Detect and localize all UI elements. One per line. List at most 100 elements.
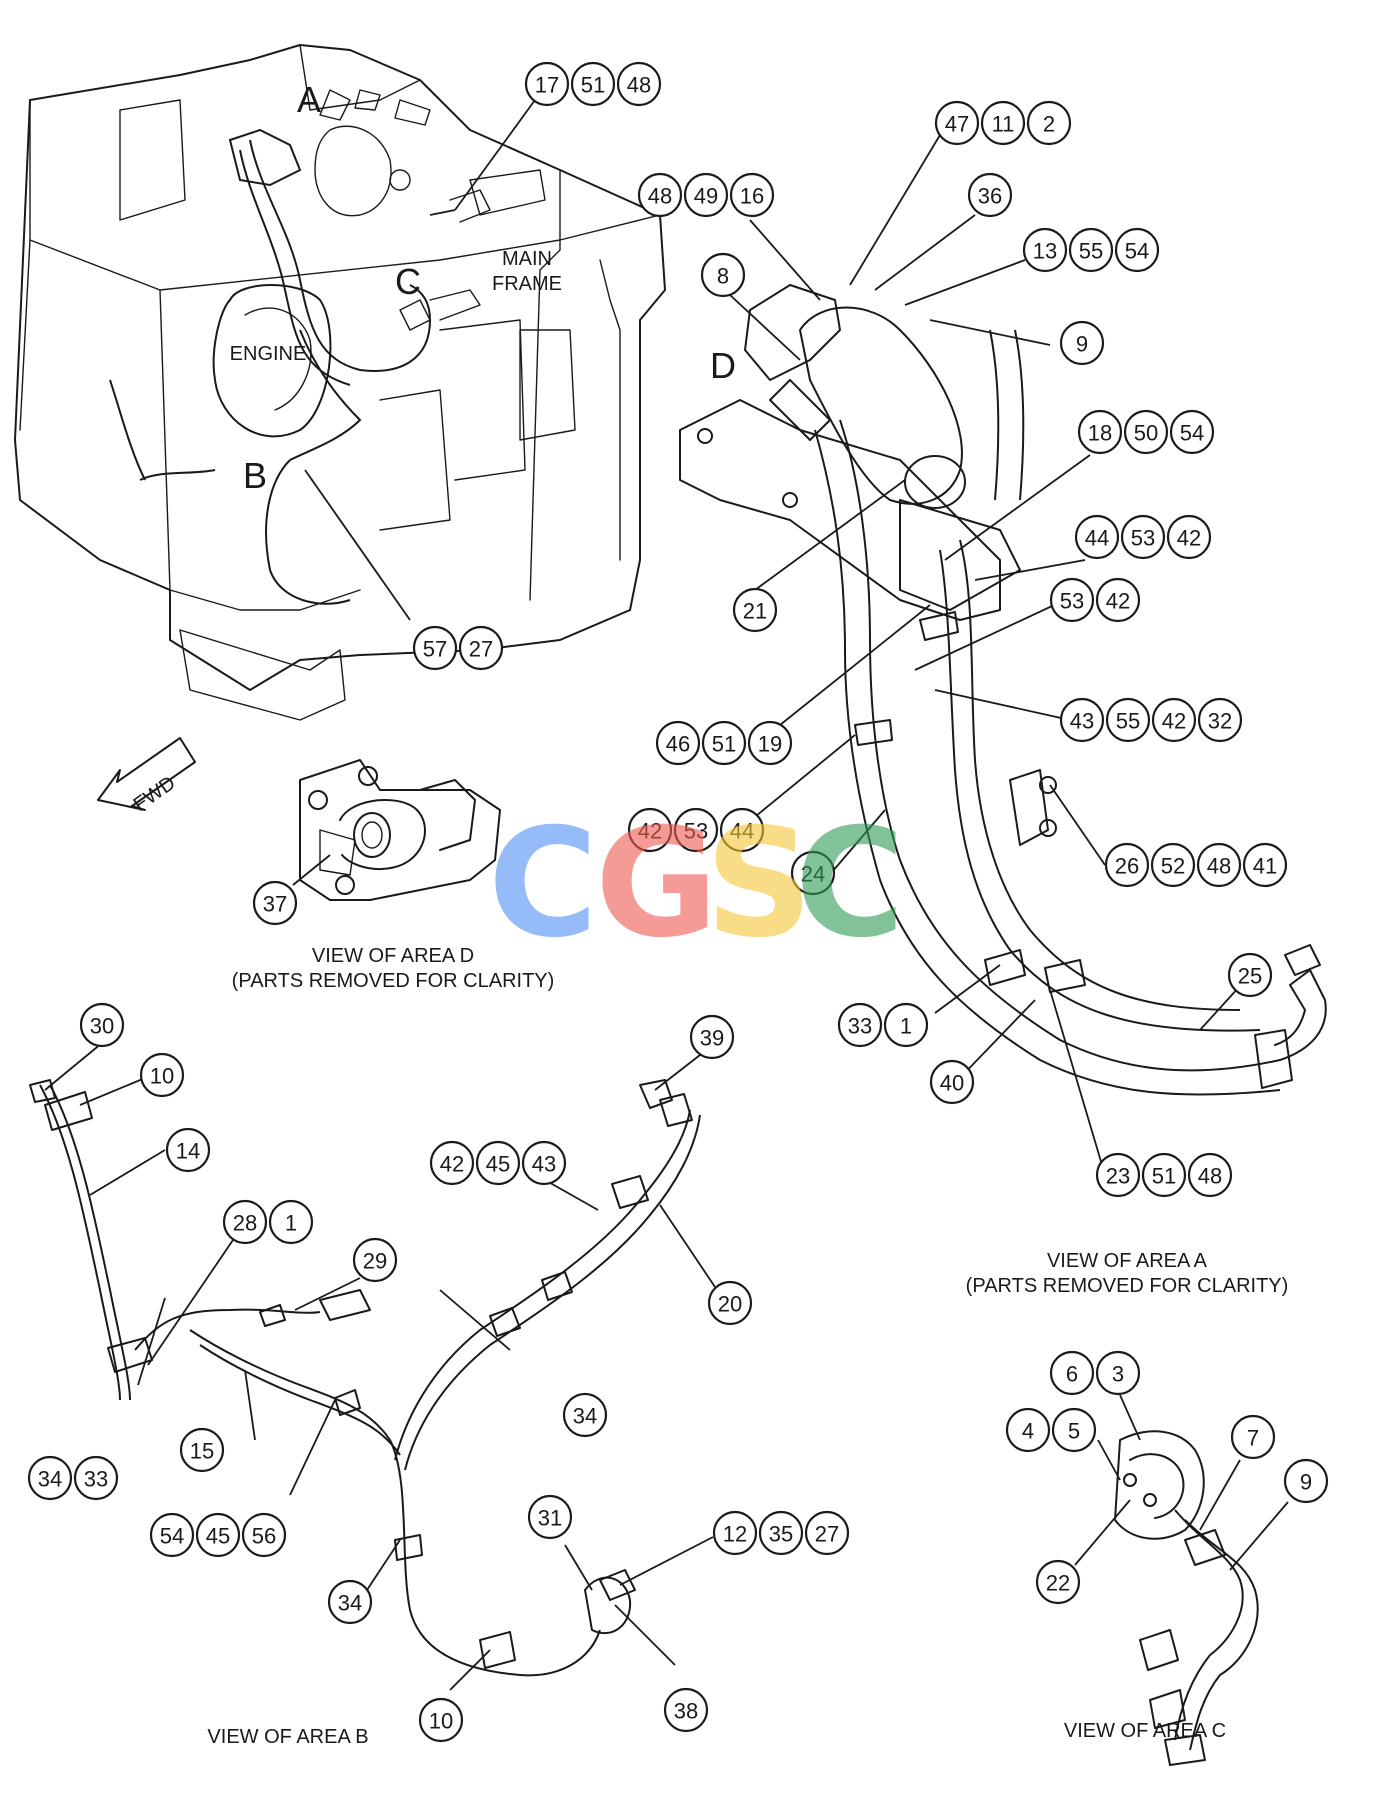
callout-9-a: 9 <box>1059 320 1105 366</box>
callout-circle <box>252 880 298 926</box>
part-number: 33 <box>84 1467 108 1492</box>
part-number: 47 <box>945 112 969 137</box>
part-number: 53 <box>1131 526 1155 551</box>
part-number: 26 <box>1115 854 1139 879</box>
part-number: 38 <box>674 1699 698 1724</box>
callout-circle <box>790 850 836 896</box>
callout-circle <box>1141 1152 1187 1198</box>
part-number: 55 <box>1079 239 1103 264</box>
callout-circle <box>1120 514 1166 560</box>
part-number: 16 <box>740 184 764 209</box>
part-number: 35 <box>769 1522 793 1547</box>
callout-34-b: 34 <box>327 1579 373 1625</box>
main-frame-label-line1: MAIN <box>502 248 552 270</box>
part-number: 48 <box>648 184 672 209</box>
part-number: 4 <box>1022 1419 1034 1444</box>
callout-circle <box>1022 227 1068 273</box>
callout-circle <box>719 807 765 853</box>
callout-circle <box>1123 409 1169 455</box>
part-number: 36 <box>978 184 1002 209</box>
watermark-letter-1: C <box>488 797 598 971</box>
callout-circle <box>1095 1350 1141 1396</box>
callout-circle <box>195 1512 241 1558</box>
callout-circle <box>747 720 793 766</box>
callout-circle <box>1283 1458 1329 1504</box>
part-number: 42 <box>1177 526 1201 551</box>
callout-circle <box>673 807 719 853</box>
callout-circle <box>1051 1407 1097 1453</box>
part-number: 46 <box>666 732 690 757</box>
part-number: 24 <box>801 862 825 887</box>
callout-10-b: 10 <box>418 1697 464 1743</box>
callout-circle <box>149 1512 195 1558</box>
callout-circle <box>1187 1152 1233 1198</box>
callout-circle <box>837 1002 883 1048</box>
callout-circle <box>79 1002 125 1048</box>
callout-circle <box>222 1199 268 1245</box>
callout-circle <box>712 1510 758 1556</box>
view-c-caption: VIEW OF AREA C <box>1064 1720 1226 1742</box>
part-number: 1 <box>285 1211 297 1236</box>
callout-circle <box>327 1579 373 1625</box>
part-number: 49 <box>694 184 718 209</box>
callout-circle <box>1049 577 1095 623</box>
callout-circle <box>412 625 458 671</box>
callout-circle <box>179 1427 225 1473</box>
callout-circle <box>1197 697 1243 743</box>
part-number: 54 <box>1125 239 1149 264</box>
callout-circle <box>707 1280 753 1326</box>
callout-circle <box>729 172 775 218</box>
callout-7: 7 <box>1230 1414 1276 1460</box>
part-number: 50 <box>1134 421 1158 446</box>
part-number: 9 <box>1300 1470 1312 1495</box>
callout-circle <box>1196 842 1242 888</box>
callout-circle <box>663 1687 709 1733</box>
part-number: 48 <box>627 73 651 98</box>
part-number: 42 <box>638 819 662 844</box>
callout-circle <box>1095 577 1141 623</box>
callout-circle <box>562 1392 608 1438</box>
part-number: 30 <box>90 1014 114 1039</box>
callout-circle <box>1059 320 1105 366</box>
callout-circle <box>1059 697 1105 743</box>
part-number: 52 <box>1161 854 1185 879</box>
callout-circle <box>1005 1407 1051 1453</box>
callout-circle <box>967 172 1013 218</box>
part-number: 33 <box>848 1014 872 1039</box>
part-number: 42 <box>440 1152 464 1177</box>
part-number: 54 <box>1180 421 1204 446</box>
part-number: 57 <box>423 637 447 662</box>
callout-circle <box>268 1199 314 1245</box>
part-number: 56 <box>252 1524 276 1549</box>
part-number: 37 <box>263 892 287 917</box>
part-number: 42 <box>1106 589 1130 614</box>
callout-9-c: 9 <box>1283 1458 1329 1504</box>
part-number: 54 <box>160 1524 184 1549</box>
part-number: 23 <box>1106 1164 1130 1189</box>
part-number: 10 <box>429 1709 453 1734</box>
callout-circle <box>241 1512 287 1558</box>
text-labels: A B C D MAIN FRAME ENGINE VIEW OF AREA D… <box>207 79 1288 1748</box>
callout-circle <box>73 1455 119 1501</box>
part-number: 48 <box>1207 854 1231 879</box>
part-number: 27 <box>815 1522 839 1547</box>
callout-8: 8 <box>700 252 746 298</box>
callout-circle <box>1035 1559 1081 1605</box>
view-d-caption-line2: (PARTS REMOVED FOR CLARITY) <box>232 970 555 992</box>
callout-circle <box>458 625 504 671</box>
callout-circle <box>165 1127 211 1173</box>
part-number: 29 <box>363 1249 387 1274</box>
callout-39: 39 <box>689 1014 735 1060</box>
engine-label: ENGINE <box>230 343 307 365</box>
callout-40: 40 <box>929 1059 975 1105</box>
